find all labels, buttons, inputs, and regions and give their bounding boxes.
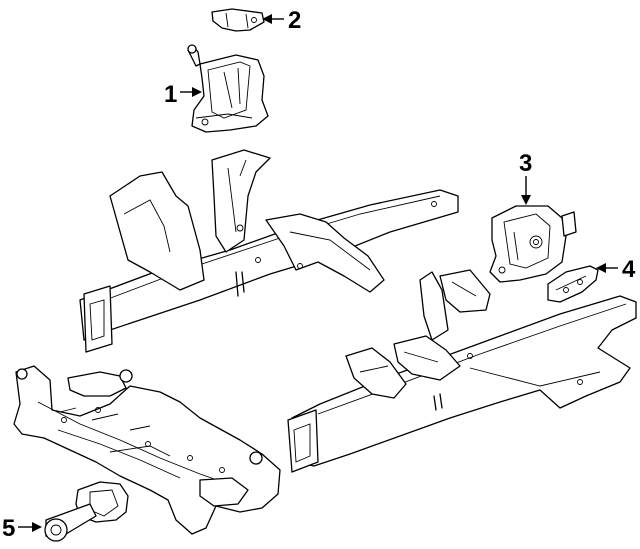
callout-2: 2 xyxy=(262,7,301,34)
callout-3: 3 xyxy=(519,150,532,205)
front-subframe xyxy=(13,365,281,535)
lower-frame-rail xyxy=(287,269,637,473)
part-5-torque-rod xyxy=(44,481,129,542)
upper-frame-rail xyxy=(79,149,459,353)
callout-4: 4 xyxy=(596,256,636,283)
callout-3-label: 3 xyxy=(519,150,532,177)
callout-5-label: 5 xyxy=(2,515,15,542)
part-3-transmission-mount xyxy=(489,205,577,283)
callout-1-label: 1 xyxy=(164,81,177,108)
part-4-bracket xyxy=(547,265,599,303)
callout-4-label: 4 xyxy=(622,256,636,283)
part-1-engine-mount xyxy=(187,44,269,133)
callout-2-label: 2 xyxy=(288,7,301,34)
part-2-bracket xyxy=(211,8,265,32)
callout-1: 1 xyxy=(164,81,202,108)
callout-5: 5 xyxy=(2,515,42,542)
